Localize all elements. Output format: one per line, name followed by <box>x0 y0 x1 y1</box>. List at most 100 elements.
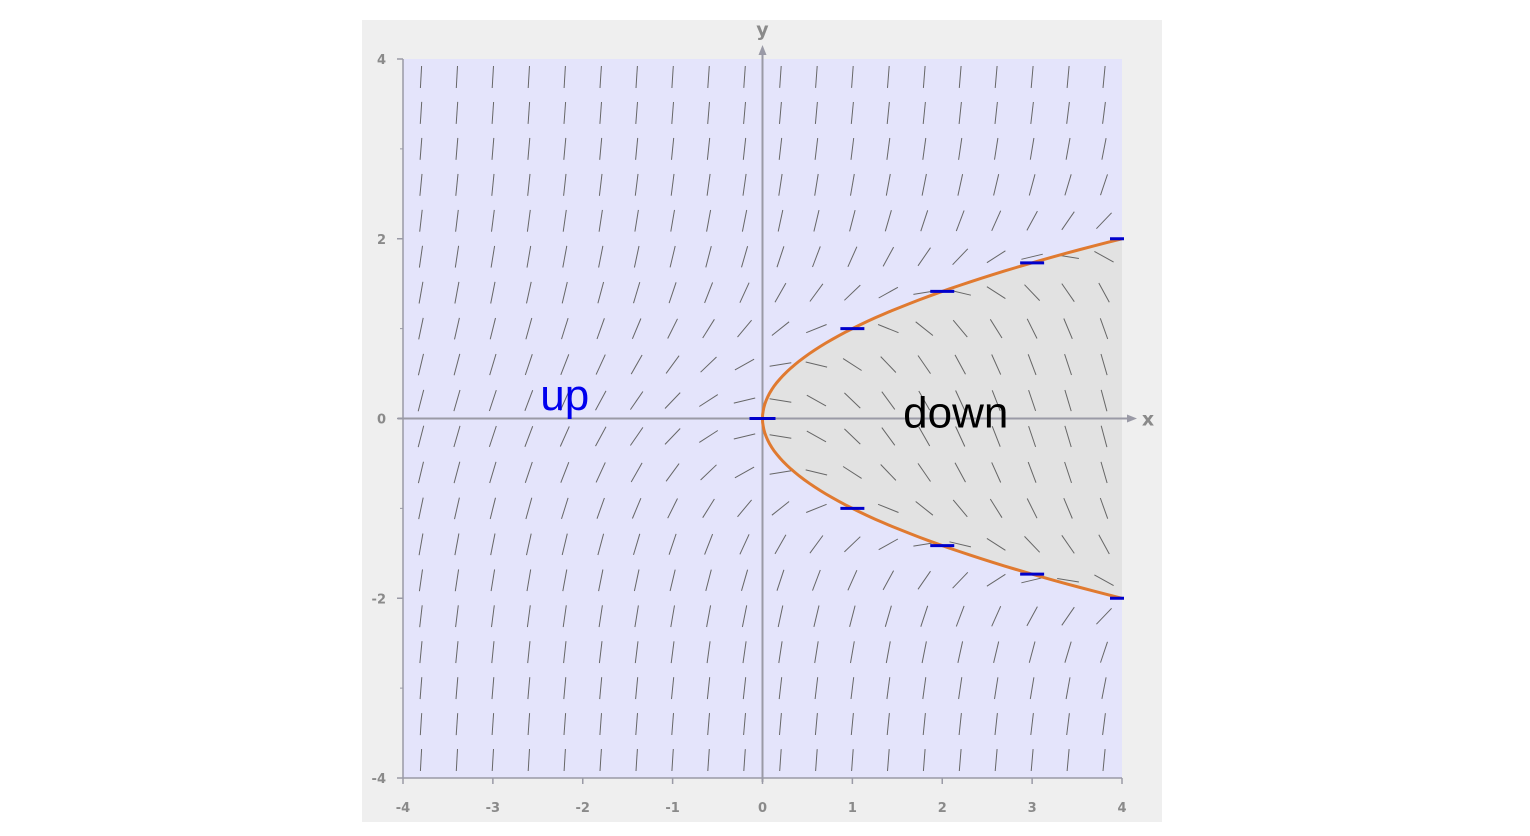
slope-segment <box>815 65 818 88</box>
slope-segment <box>706 137 711 160</box>
slope-segment <box>743 101 746 124</box>
slope-segment <box>418 569 423 592</box>
slope-segment <box>597 533 605 556</box>
slope-segment <box>1102 65 1106 88</box>
slope-segment <box>527 748 530 772</box>
slope-segment <box>739 534 750 555</box>
slope-segment <box>769 362 792 367</box>
slope-segment <box>455 641 459 664</box>
slope-segment <box>561 281 568 304</box>
slope-segment <box>705 245 712 268</box>
slope-segment <box>455 605 459 628</box>
slope-segment <box>814 677 819 700</box>
slope-segment <box>877 503 899 513</box>
slope-segment <box>847 569 858 591</box>
slope-segment <box>814 713 818 736</box>
slope-segment <box>815 749 818 772</box>
slope-segment <box>878 538 899 551</box>
x-tick-label: 1 <box>848 801 857 816</box>
slope-segment <box>635 101 638 124</box>
slope-segment <box>733 433 756 440</box>
slope-segment <box>705 569 712 592</box>
slope-segment <box>812 569 821 591</box>
slope-segment <box>777 209 784 232</box>
slope-segment <box>419 65 423 89</box>
slope-segment <box>1065 137 1071 160</box>
slope-segment <box>741 605 748 628</box>
x-tick-label: -4 <box>396 801 410 816</box>
slope-segment <box>922 677 927 700</box>
slope-segment <box>525 497 533 520</box>
slope-segment <box>706 641 711 664</box>
slope-segment <box>991 210 1002 232</box>
slope-segment <box>598 173 603 196</box>
slope-segment <box>671 748 674 772</box>
slope-segment <box>700 464 717 481</box>
y-tick-label: -2 <box>372 592 386 607</box>
slope-segment <box>886 713 890 736</box>
slope-segment <box>563 748 566 772</box>
slope-segment <box>955 210 965 232</box>
slope-segment <box>918 426 931 447</box>
slope-segment <box>986 250 1006 264</box>
slope-segment <box>417 425 425 448</box>
slope-segment <box>633 245 640 268</box>
slope-segment <box>1030 713 1034 736</box>
slope-segment <box>524 390 534 411</box>
slope-segment <box>635 748 638 772</box>
slope-segment <box>813 605 820 628</box>
slope-segment <box>1100 641 1108 663</box>
slope-segment <box>454 497 460 520</box>
slope-segment <box>1064 389 1072 412</box>
slope-segment <box>957 641 964 664</box>
slope-segment <box>668 533 677 555</box>
slope-segment <box>595 354 606 375</box>
slope-segment <box>699 430 719 443</box>
x-tick-label: 3 <box>1028 801 1037 816</box>
slope-segment <box>1063 498 1073 519</box>
region-label-down: down <box>903 389 1008 438</box>
slope-segment <box>842 358 862 371</box>
slope-segment <box>1021 253 1043 260</box>
slope-segment <box>634 641 639 664</box>
slope-segment <box>664 392 681 409</box>
slope-segment <box>1099 497 1109 519</box>
slope-segment <box>630 462 643 483</box>
slope-segment <box>454 533 460 556</box>
slope-segment <box>1061 606 1075 626</box>
slope-segment <box>453 389 461 412</box>
slope-segment <box>920 605 929 627</box>
slope-segment <box>991 605 1002 627</box>
slope-segment <box>670 209 675 232</box>
slope-segment <box>418 317 424 340</box>
slope-segment <box>954 462 966 483</box>
slope-segment <box>1061 535 1075 554</box>
slope-segment <box>842 466 862 479</box>
slope-segment <box>633 533 641 556</box>
slope-segment <box>491 748 494 772</box>
slope-segment <box>850 677 855 700</box>
slope-segment <box>699 394 719 407</box>
slope-segment <box>737 499 752 518</box>
slope-segment <box>559 426 570 447</box>
slope-segment <box>634 173 639 196</box>
slope-segment <box>851 749 854 772</box>
slope-segment <box>1100 389 1108 412</box>
slope-segment <box>525 317 533 340</box>
slope-segment <box>885 173 891 196</box>
slope-segment <box>670 641 675 664</box>
slope-segment <box>778 173 783 196</box>
slope-segment <box>1101 677 1107 699</box>
slope-segment <box>993 641 1000 664</box>
slope-segment <box>526 209 531 232</box>
slope-segment <box>917 355 931 374</box>
slope-segment <box>455 713 459 736</box>
region-label-up: up <box>540 371 589 420</box>
slope-segment <box>596 318 605 340</box>
slope-segment <box>922 101 926 124</box>
slope-segment <box>563 173 567 196</box>
slope-segment <box>994 749 998 772</box>
slope-segment <box>741 209 748 232</box>
slope-segment <box>1027 354 1037 376</box>
